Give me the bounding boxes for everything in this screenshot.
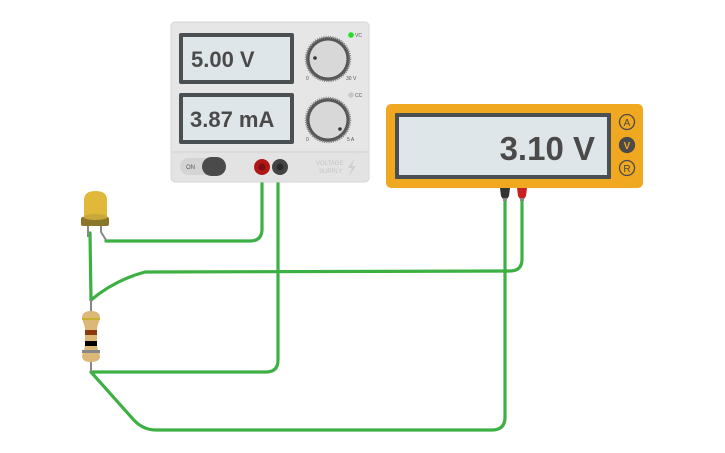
wire-resistor-to-meter-common[interactable]: [89, 196, 507, 432]
resistor-band-1: [82, 318, 100, 320]
resistor[interactable]: [82, 300, 100, 372]
mode-button-ammeter[interactable]: A: [618, 113, 636, 131]
cv-indicator: VC: [348, 32, 362, 39]
brand-label-line2: SUPPLY: [319, 169, 342, 175]
current-knob-min-label: 0: [306, 137, 309, 143]
current-display: 3.87 mA: [179, 93, 294, 144]
power-switch-label: ON: [186, 165, 195, 171]
current-readout: 3.87 mA: [190, 107, 274, 132]
wire-junction-to-meter-positive[interactable]: [89, 196, 524, 302]
resistor-band-4: [82, 350, 100, 353]
resistor-band-3: [85, 341, 97, 346]
svg-text:R: R: [623, 164, 630, 175]
wire-led-to-resistor[interactable]: [88, 231, 93, 302]
current-knob-max-label: 5 A: [347, 137, 355, 143]
voltage-knob-min-label: 0: [306, 76, 309, 82]
power-switch[interactable]: ON: [180, 157, 226, 176]
knob-indicator-dot: [313, 56, 317, 60]
resistor-band-2: [85, 330, 97, 335]
wire-resistor-to-psu-negative[interactable]: [89, 165, 280, 374]
multimeter[interactable]: 3.10 V A V R: [386, 104, 643, 201]
current-knob[interactable]: 0 5 A: [304, 96, 355, 144]
meter-common-probe[interactable]: [500, 188, 510, 201]
led[interactable]: [81, 191, 109, 241]
cc-indicator: CC: [348, 92, 363, 99]
psu-positive-terminal[interactable]: [254, 159, 270, 175]
psu-negative-terminal[interactable]: [272, 159, 288, 175]
wires: [88, 165, 524, 432]
cc-label: CC: [355, 93, 363, 99]
voltage-knob-max-label: 30 V: [346, 76, 357, 82]
lightning-icon: [348, 159, 356, 176]
cv-label: VC: [355, 33, 362, 39]
knob-indicator-dot: [338, 127, 342, 131]
power-supply[interactable]: 5.00 V 3.87 mA 0 30 V VC CC: [170, 21, 370, 183]
mode-button-voltmeter[interactable]: V: [618, 136, 636, 154]
voltage-readout: 5.00 V: [191, 47, 255, 72]
wire-led-to-psu-positive[interactable]: [104, 165, 264, 243]
meter-positive-probe[interactable]: [517, 188, 527, 201]
svg-text:A: A: [624, 118, 631, 129]
svg-text:V: V: [624, 141, 631, 152]
voltage-knob[interactable]: 0 30 V: [304, 35, 357, 83]
voltage-display: 5.00 V: [179, 33, 294, 84]
mode-button-ohmmeter[interactable]: R: [618, 159, 636, 177]
brand-label-line1: VOLTAGE: [316, 161, 343, 167]
multimeter-readout: 3.10 V: [500, 130, 595, 167]
